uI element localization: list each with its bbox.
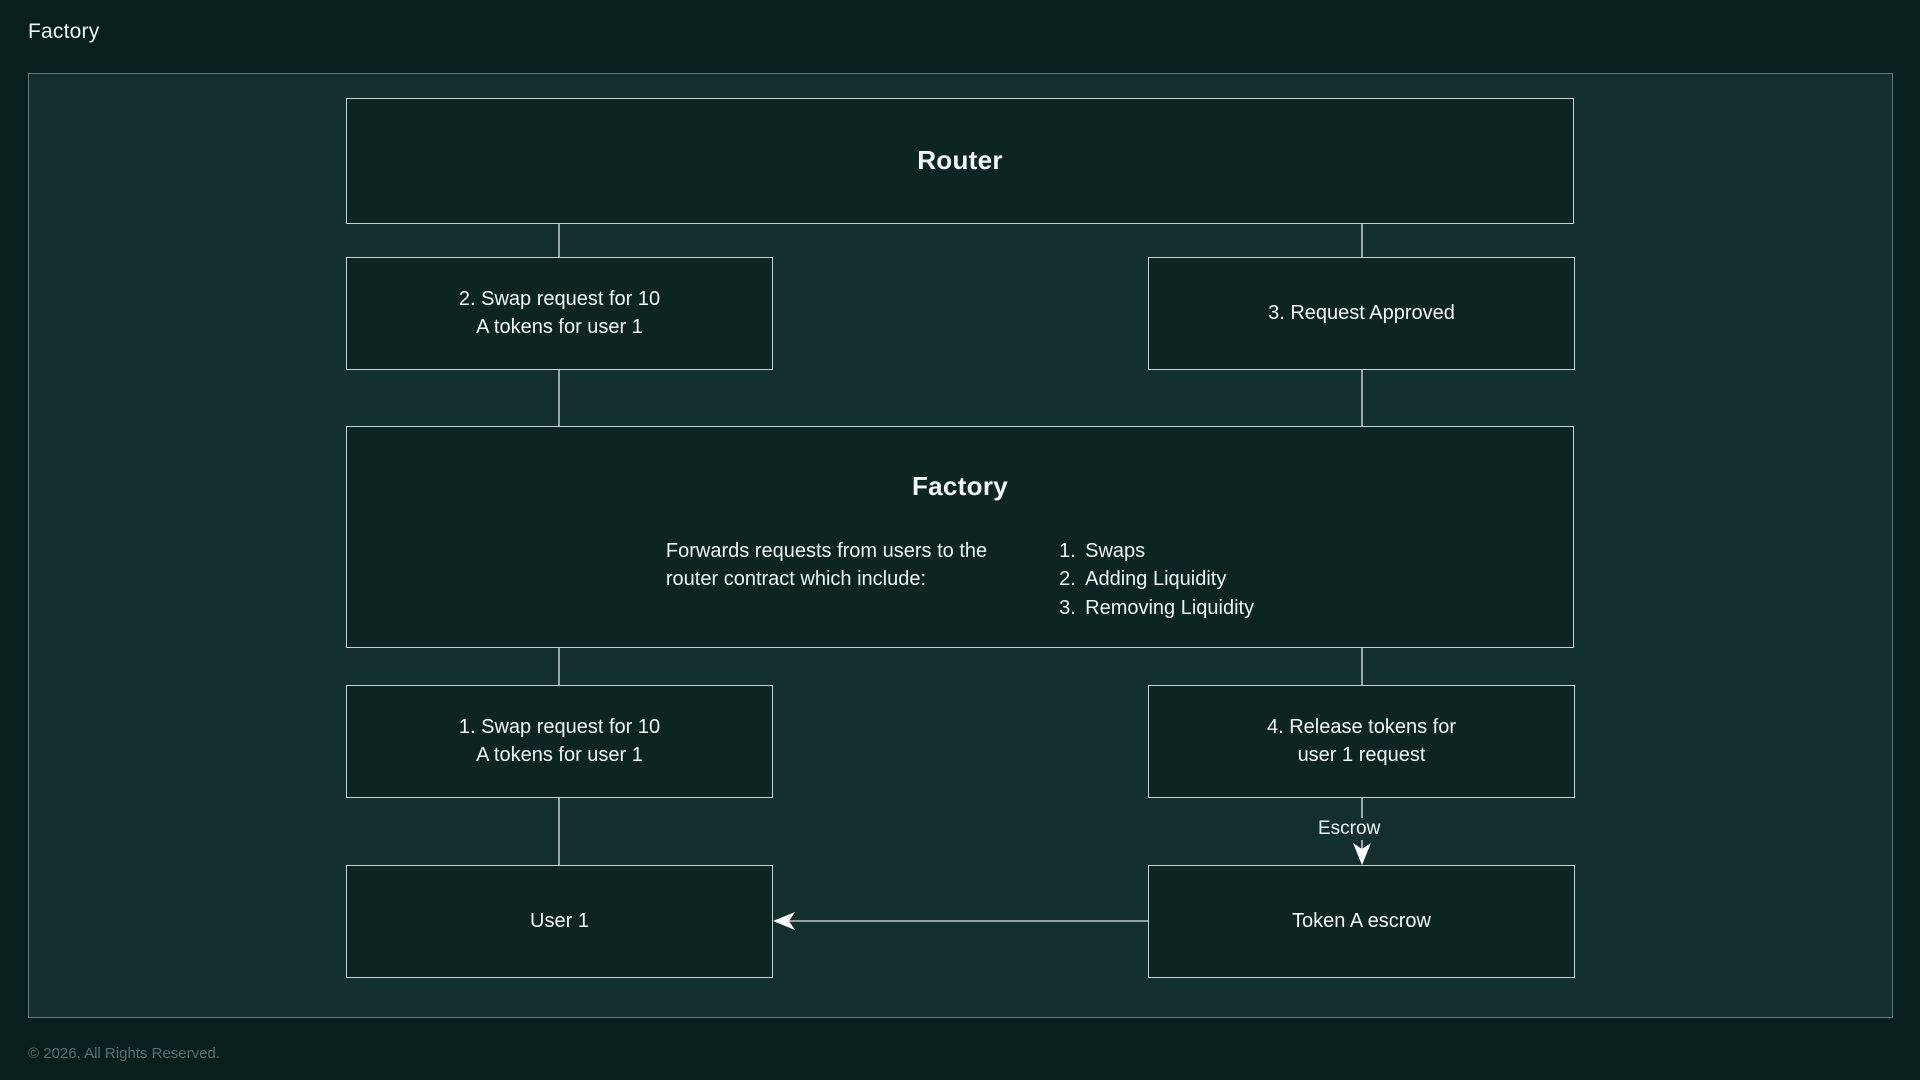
footer-copyright: © 2026. All Rights Reserved.	[28, 1045, 220, 1062]
node-factory[interactable]: Factory Forwards requests from users to …	[346, 426, 1574, 648]
node-request-approved-label: 3. Request Approved	[1268, 301, 1455, 324]
edge-label-escrow: Escrow	[1310, 818, 1389, 840]
list-item-number: 2.	[1059, 568, 1076, 591]
diagram-canvas[interactable]: Router 2. Swap request for 10 A tokens f…	[28, 73, 1893, 1018]
node-swap-request-1-label: 1. Swap request for 10 A tokens for user…	[458, 715, 661, 766]
arrowhead-left-user1	[773, 912, 795, 930]
node-router-label: Router	[917, 145, 1003, 176]
arrowhead-down-escrow	[1353, 843, 1371, 865]
node-swap-request-2[interactable]: 2. Swap request for 10 A tokens for user…	[346, 257, 773, 370]
page-title: Factory	[28, 20, 100, 43]
node-token-a-escrow-label: Token A escrow	[1292, 909, 1431, 932]
node-factory-capability-list: 1. Swaps 2. Adding Liquidity 3. Removing Li…	[1059, 537, 1254, 622]
list-item: 3. Removing Liquidity	[1059, 594, 1254, 622]
list-item: 2. Adding Liquidity	[1059, 565, 1254, 593]
list-item-label: Adding Liquidity	[1085, 568, 1227, 591]
node-request-approved[interactable]: 3. Request Approved	[1148, 257, 1575, 370]
list-item-label: Removing Liquidity	[1085, 596, 1255, 619]
node-router[interactable]: Router	[346, 98, 1574, 224]
node-release-tokens[interactable]: 4. Release tokens for user 1 request	[1148, 685, 1575, 798]
list-item-number: 1.	[1059, 540, 1076, 562]
list-item-number: 3.	[1059, 596, 1076, 619]
list-item: 1. Swaps	[1059, 537, 1254, 565]
node-swap-request-1[interactable]: 1. Swap request for 10 A tokens for user…	[346, 685, 773, 798]
list-item-label: Swaps	[1085, 540, 1146, 562]
node-factory-title: Factory	[911, 471, 1009, 501]
node-release-tokens-label: 4. Release tokens for user 1 request	[1267, 715, 1456, 766]
node-user-1-label: User 1	[530, 909, 589, 932]
node-factory-body: Forwards requests from users to the rout…	[347, 537, 1573, 622]
node-swap-request-2-label: 2. Swap request for 10 A tokens for user…	[458, 287, 661, 338]
node-token-a-escrow[interactable]: Token A escrow	[1148, 865, 1575, 978]
node-factory-description: Forwards requests from users to the rout…	[665, 540, 988, 591]
node-user-1[interactable]: User 1	[346, 865, 773, 978]
